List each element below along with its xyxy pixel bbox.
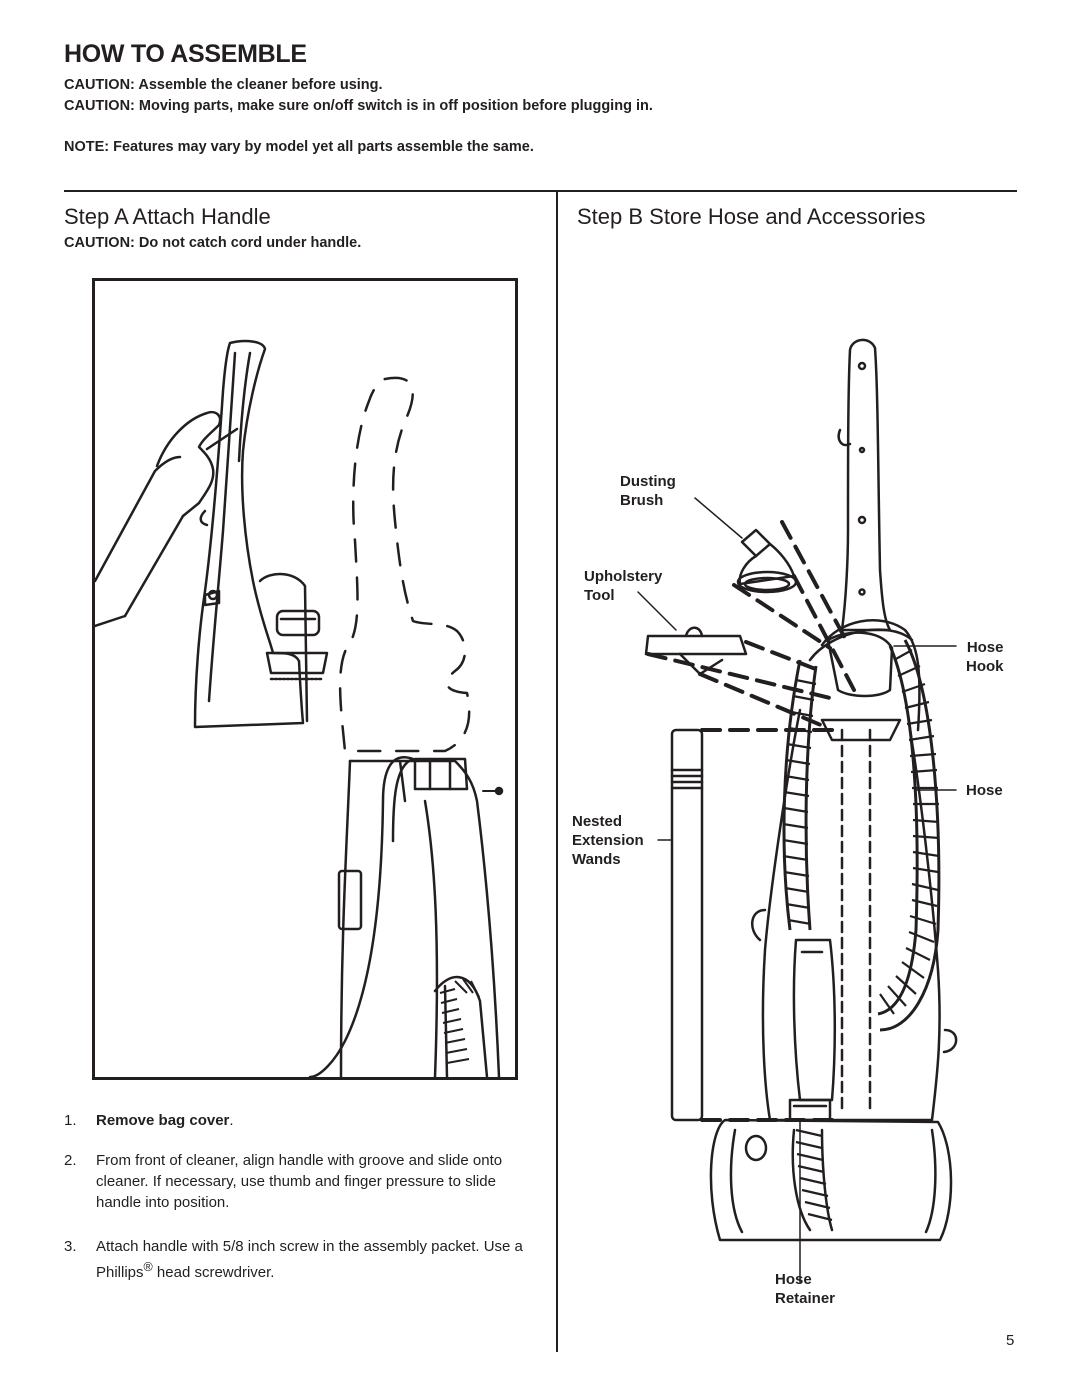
instruction-3-text-end: head screwdriver. — [152, 1264, 275, 1281]
sleeve-cuff — [123, 514, 185, 618]
label-dusting-brush: Dusting Brush — [620, 472, 676, 510]
handle-inner — [207, 351, 237, 703]
vacuum-body — [339, 759, 352, 1077]
instruction-1: 1. Remove bag cover. — [64, 1110, 526, 1131]
instruction-1-text: . — [229, 1112, 234, 1129]
label-extension: Extension — [572, 832, 644, 849]
mini-dusting-brush — [275, 609, 321, 637]
label-hose: Hose — [966, 782, 1003, 799]
step-a-heading: Step A Attach Handle — [64, 204, 271, 229]
label-upholstery-tool: Upholstery Tool — [584, 567, 662, 605]
storage-guide-lines — [646, 520, 856, 1122]
upright-handle — [840, 338, 892, 632]
hand-outline — [155, 410, 222, 518]
label-dusting: Dusting — [620, 473, 676, 490]
caution-moving-parts: CAUTION: Moving parts, make sure on/off … — [64, 98, 653, 114]
horizontal-divider — [64, 190, 1017, 192]
instruction-2-text: From front of cleaner, align handle with… — [96, 1152, 503, 1211]
label-nested: Nested — [572, 813, 623, 830]
hose-top-arc — [820, 618, 921, 732]
instruction-2: 2. From front of cleaner, align handle w… — [64, 1150, 526, 1213]
label-brush: Brush — [620, 492, 664, 509]
tool-holder — [258, 572, 309, 723]
vacuum-base — [709, 1118, 953, 1242]
label-nested-extension-wands: Nested Extension Wands — [572, 812, 644, 869]
label-wands: Wands — [572, 851, 621, 868]
page-number: 5 — [1006, 1332, 1015, 1349]
sleeve-bottom — [95, 614, 127, 628]
note-features: NOTE: Features may vary by model yet all… — [64, 139, 534, 155]
instruction-3: 3. Attach handle with 5/8 inch screw in … — [64, 1236, 526, 1283]
label-upholstery: Upholstery — [584, 568, 663, 585]
label-hose-retainer-line1: Hose — [775, 1271, 812, 1288]
label-tool: Tool — [584, 587, 615, 604]
wand-storage-outline — [840, 728, 872, 1112]
ghost-handle-outline — [338, 376, 471, 753]
hose-connector — [826, 631, 894, 698]
registered-mark: ® — [143, 1260, 153, 1274]
mini-upholstery-tool — [265, 651, 329, 675]
column-divider — [556, 190, 558, 1352]
instruction-2-number: 2. — [64, 1152, 77, 1169]
arm-outline — [95, 455, 182, 583]
label-hose-retainer-line2: Retainer — [775, 1290, 836, 1307]
instruction-1-bold: Remove bag cover — [96, 1112, 230, 1129]
nested-extension-wands — [670, 728, 704, 1122]
upholstery-tool-drawing — [644, 626, 748, 676]
label-hose-hook-line1: Hose — [966, 639, 1004, 656]
hose-retainer-bracket — [788, 1098, 832, 1122]
handle-drawing — [95, 339, 504, 1077]
store-hose-illustration — [637, 338, 958, 1283]
handle-socket — [413, 757, 469, 791]
instruction-1-number: 1. — [64, 1112, 77, 1129]
step-a-caution: CAUTION: Do not catch cord under handle. — [64, 235, 362, 251]
caution-assemble: CAUTION: Assemble the cleaner before usi… — [64, 77, 383, 93]
cord-hook — [337, 869, 363, 931]
handle-outline — [193, 339, 305, 729]
power-cord — [308, 756, 415, 1077]
label-hose-hook: Hose Hook — [966, 638, 1004, 676]
page-title: HOW TO ASSEMBLE — [64, 40, 307, 68]
thumb — [205, 427, 239, 451]
dirt-cup — [792, 938, 837, 1102]
instruction-3-number: 3. — [64, 1238, 77, 1255]
handle-inner-2 — [237, 351, 252, 463]
dusting-brush-drawing — [736, 528, 798, 594]
step-b-heading: Step B Store Hose and Accessories — [577, 204, 926, 229]
attach-handle-illustration — [92, 278, 518, 1080]
label-hose-hook-line2: Hook — [966, 658, 1004, 675]
hose-ribbing — [782, 639, 941, 1222]
label-hose-retainer: Hose Retainer — [775, 1270, 835, 1308]
instruction-3-text: Attach handle with 5/8 inch screw in the… — [96, 1238, 523, 1281]
leader-lines — [637, 497, 957, 1283]
